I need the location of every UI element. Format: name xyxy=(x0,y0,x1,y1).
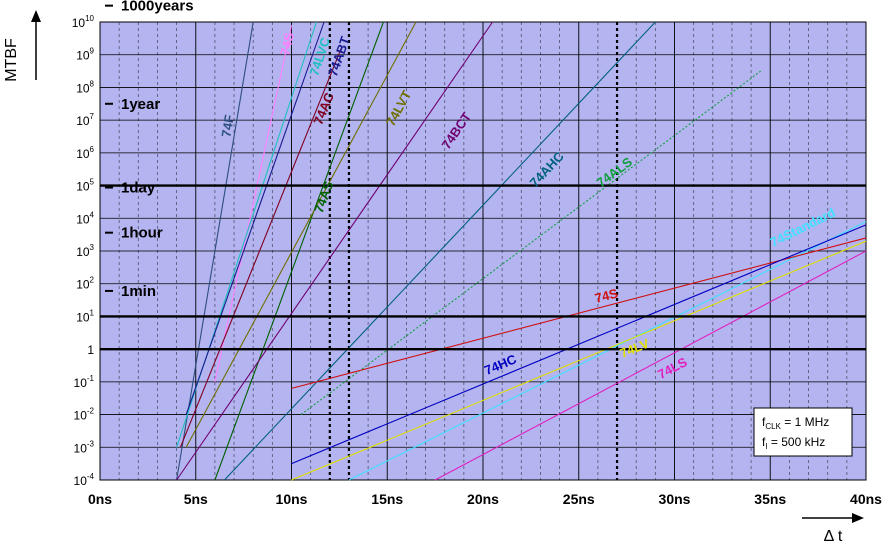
y-tick-label: 106 xyxy=(76,145,94,161)
y-tick-label: 108 xyxy=(76,79,94,95)
x-tick-label: 25ns xyxy=(563,491,595,507)
x-tick-label: 30ns xyxy=(659,491,691,507)
series-line-74standard xyxy=(348,221,867,481)
series-line-74ac xyxy=(179,47,342,448)
y-tick-label: 105 xyxy=(76,178,94,194)
x-tick-label: 35ns xyxy=(754,491,786,507)
x-tick-label: 5ns xyxy=(184,491,208,507)
axis-labels: MTBF Δ t xyxy=(3,10,864,545)
grid xyxy=(99,21,867,481)
series-label-74s: 74S xyxy=(277,31,297,57)
x-axis-label: Δ t xyxy=(824,528,843,545)
x-tick-label: 10ns xyxy=(276,491,308,507)
series-lines xyxy=(176,21,867,481)
y-tick-label: 101 xyxy=(76,308,94,324)
x-tick-label: 0ns xyxy=(88,491,112,507)
series-line-74bct xyxy=(176,21,494,481)
y-tick-label: 1 xyxy=(87,343,94,357)
y-tick-label: 1010 xyxy=(72,14,95,30)
series-label-74s: 74S xyxy=(593,285,619,305)
y-tick-label: 102 xyxy=(76,276,94,292)
y-axis-ticks: 10-4 10-3 10-2 10-1 1 101 102 103 104 105 106 107 10… xyxy=(72,14,95,488)
series-line-74lvt xyxy=(185,21,417,448)
reference-lines xyxy=(100,184,866,351)
frequency-box: fCLK = 1 MHz fI = 500 kHz xyxy=(753,407,853,457)
series-line-74f xyxy=(176,21,254,481)
series-line-74s xyxy=(214,25,293,382)
x-axis-ticks: 0ns 5ns 10ns 15ns 20ns 25ns 30ns 35ns 40ns xyxy=(88,491,882,507)
y-tick-label: 109 xyxy=(76,47,94,63)
series-line-74lv xyxy=(291,240,867,481)
y-tick-label: 107 xyxy=(76,112,94,128)
x-tick-label: 20ns xyxy=(467,491,499,507)
y-tick-label: 104 xyxy=(76,210,94,226)
time-annotations: 1000years 1year 1day 1hour 1min xyxy=(105,0,194,300)
x-tick-label: 40ns xyxy=(850,491,882,507)
series-label-74f: 74F xyxy=(218,114,236,139)
y-tick-label: 103 xyxy=(76,243,94,259)
input-frequency: fI = 500 kHz xyxy=(762,435,825,451)
series-line-74as xyxy=(214,21,384,481)
y-tick-label: 10-1 xyxy=(74,374,95,390)
y-tick-label: 10-4 xyxy=(74,472,95,488)
annotation-1day: 1day xyxy=(121,180,156,197)
annotation-1min: 1min xyxy=(121,283,156,300)
x-axis-arrowhead xyxy=(852,513,864,523)
series-line-74s xyxy=(291,237,867,389)
x-tick-label: 15ns xyxy=(371,491,403,507)
frequency-box-frame xyxy=(753,407,853,457)
series-line-74ahc xyxy=(224,21,656,481)
annotation-1hour: 1hour xyxy=(121,225,163,242)
series-line-74ls xyxy=(434,250,867,481)
y-axis-label: MTBF xyxy=(3,38,20,82)
annotation-1year: 1year xyxy=(121,96,160,113)
y-axis-arrowhead xyxy=(31,10,41,22)
series-line-74hc xyxy=(291,224,867,465)
annotation-1000years: 1000years xyxy=(121,0,194,15)
y-tick-label: 10-3 xyxy=(74,439,95,455)
clock-frequency: fCLK = 1 MHz xyxy=(762,415,829,431)
y-tick-label: 10-2 xyxy=(74,407,95,423)
